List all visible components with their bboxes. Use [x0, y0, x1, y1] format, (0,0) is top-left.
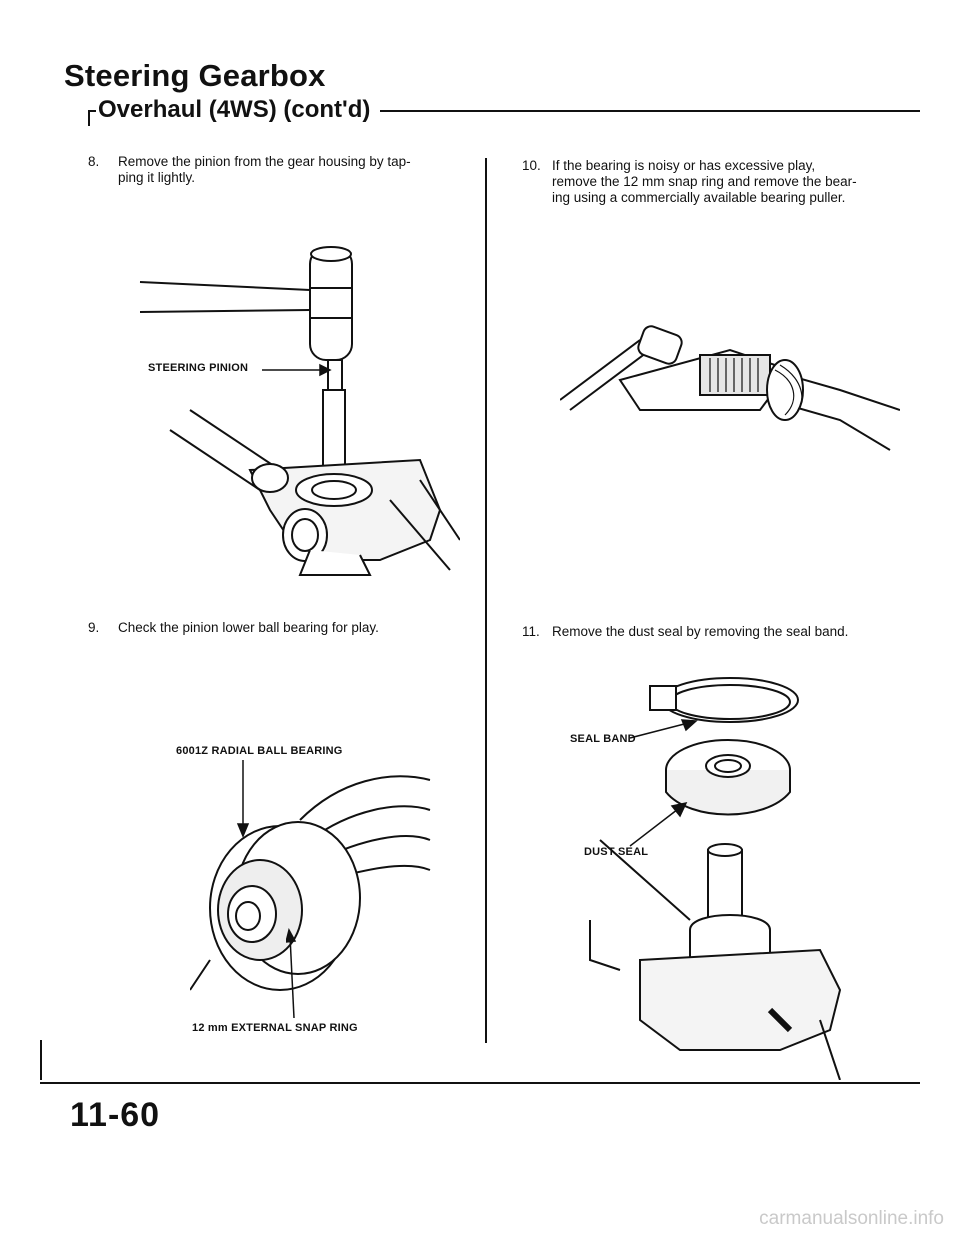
label-snap-ring: 12 mm EXTERNAL SNAP RING	[192, 1022, 358, 1034]
step-text-line: Remove the pinion from the gear housing …	[118, 154, 411, 169]
footer-rule-horizontal	[40, 1082, 920, 1084]
label-seal-band: SEAL BAND	[570, 733, 636, 745]
page-title: Steering Gearbox	[64, 58, 326, 93]
page-number: 11-60	[70, 1096, 161, 1134]
step-number: 10.	[522, 158, 541, 173]
step-text-line: Check the pinion lower ball bearing for …	[118, 620, 379, 635]
leader-steering-pinion	[262, 363, 332, 377]
label-steering-pinion: STEERING PINION	[148, 362, 249, 374]
step-11: 11. Remove the dust seal by removing the …	[522, 624, 942, 640]
header-bracket-horizontal	[88, 110, 96, 112]
column-divider	[485, 158, 487, 1043]
section-title: Overhaul (4WS) (cont'd)	[98, 96, 371, 123]
step-number: 9.	[88, 620, 100, 635]
header-bracket-vertical	[88, 110, 90, 126]
figure-bearing-puller	[560, 325, 900, 451]
leader-dust-seal	[629, 801, 688, 847]
section-title-rule	[380, 110, 920, 112]
watermark: carmanualsonline.info	[759, 1208, 944, 1229]
step-text-line: Remove the dust seal by removing the sea…	[552, 624, 849, 639]
leader-snap-ring	[286, 928, 297, 1019]
leader-ball-bearing	[236, 760, 250, 838]
step-number: 11.	[522, 624, 540, 639]
label-ball-bearing: 6001Z RADIAL BALL BEARING	[176, 745, 343, 757]
step-text-line: ping it lightly.	[118, 170, 196, 185]
step-10: 10. If the bearing is noisy or has excess…	[522, 158, 942, 206]
step-text-line: ing using a commercially available beari…	[552, 190, 846, 205]
figure-dust-seal	[589, 677, 842, 1080]
figure-pinion-removal	[139, 246, 460, 576]
step-9: 9. Check the pinion lower ball bearing fo…	[88, 620, 478, 636]
figure-ball-bearing	[190, 775, 431, 991]
step-text-line: If the bearing is noisy or has excessive…	[552, 158, 816, 173]
footer-rule-vertical	[40, 1040, 42, 1080]
leader-seal-band	[630, 719, 698, 739]
step-text-line: remove the 12 mm snap ring and remove th…	[552, 174, 857, 189]
step-number: 8.	[88, 154, 100, 169]
step-8: 8. Remove the pinion from the gear housin…	[88, 154, 478, 186]
label-dust-seal: DUST SEAL	[584, 846, 649, 858]
